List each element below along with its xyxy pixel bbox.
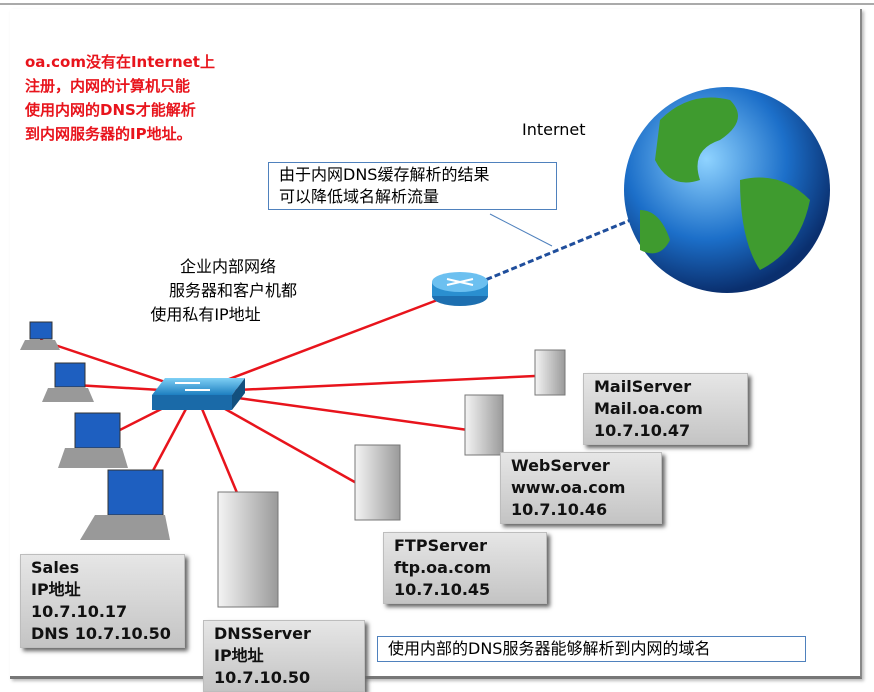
note-line: 注册，内网的计算机只能 bbox=[25, 77, 191, 95]
label-line: 10.7.10.47 bbox=[594, 421, 691, 440]
slide-frame bbox=[10, 9, 862, 679]
note-line: oa.com没有在Internet上 bbox=[25, 53, 215, 71]
callout-line: 由于内网DNS缓存解析的结果 bbox=[279, 165, 490, 184]
laptop-icon bbox=[80, 469, 170, 540]
server-icons bbox=[217, 349, 566, 608]
laptop-icon bbox=[20, 321, 60, 350]
label-line: DNS 10.7.10.50 bbox=[31, 624, 171, 643]
label-line: IP地址10.7.10.17 bbox=[31, 580, 128, 621]
ftp-server-icon bbox=[354, 444, 401, 521]
label-line: www.oa.com bbox=[511, 478, 626, 497]
ftp-server-label: FTPServer ftp.oa.com 10.7.10.45 bbox=[383, 532, 547, 604]
callout-pointer bbox=[489, 213, 553, 247]
globe-icon bbox=[624, 87, 830, 293]
dns-server-icon bbox=[217, 491, 279, 608]
internet-label: Internet bbox=[522, 120, 586, 139]
text-line: 服务器和客户机都 bbox=[168, 281, 297, 300]
laptop-icon bbox=[42, 362, 94, 402]
label-line: WebServer bbox=[511, 456, 610, 475]
laptop-icon bbox=[58, 412, 128, 468]
callout-line: 可以降低域名解析流量 bbox=[279, 187, 440, 206]
label-line: 10.7.10.45 bbox=[394, 580, 491, 599]
cache-callout: 由于内网DNS缓存解析的结果 可以降低域名解析流量 bbox=[268, 162, 557, 210]
label-line: IP地址10.7.10.50 bbox=[214, 646, 311, 687]
note-line: 到内网服务器的IP地址。 bbox=[25, 125, 192, 143]
label-line: 10.7.10.46 bbox=[511, 500, 608, 519]
label-line: DNSServer bbox=[214, 624, 311, 643]
text-line: 使用私有IP地址 bbox=[150, 305, 261, 324]
label-line: FTPServer bbox=[394, 536, 488, 555]
enterprise-network-text: 企业内部网络 服务器和客户机都 使用私有IP地址 bbox=[118, 255, 318, 327]
laptop-icons bbox=[20, 321, 170, 540]
label-line: MailServer bbox=[594, 377, 692, 396]
wan-link bbox=[477, 210, 651, 285]
label-line: Mail.oa.com bbox=[594, 399, 703, 418]
label-line: ftp.oa.com bbox=[394, 558, 492, 577]
web-server-icon bbox=[464, 394, 504, 456]
note-line: 使用内网的DNS才能解析 bbox=[25, 101, 196, 119]
note-unregistered-domain: oa.com没有在Internet上 注册，内网的计算机只能 使用内网的DNS才… bbox=[25, 50, 215, 146]
label-line: Sales bbox=[31, 558, 80, 577]
window-top-border bbox=[0, 0, 874, 5]
link-mail bbox=[194, 374, 536, 394]
router-icon bbox=[432, 272, 488, 306]
text-line: 企业内部网络 bbox=[179, 257, 276, 276]
switch-icon bbox=[152, 378, 245, 410]
dns-callout: 使用内部的DNS服务器能够解析到内网的域名 bbox=[377, 636, 806, 662]
web-server-label: WebServer www.oa.com 10.7.10.46 bbox=[500, 452, 662, 524]
mail-server-icon bbox=[534, 349, 566, 396]
link-router bbox=[194, 294, 449, 394]
